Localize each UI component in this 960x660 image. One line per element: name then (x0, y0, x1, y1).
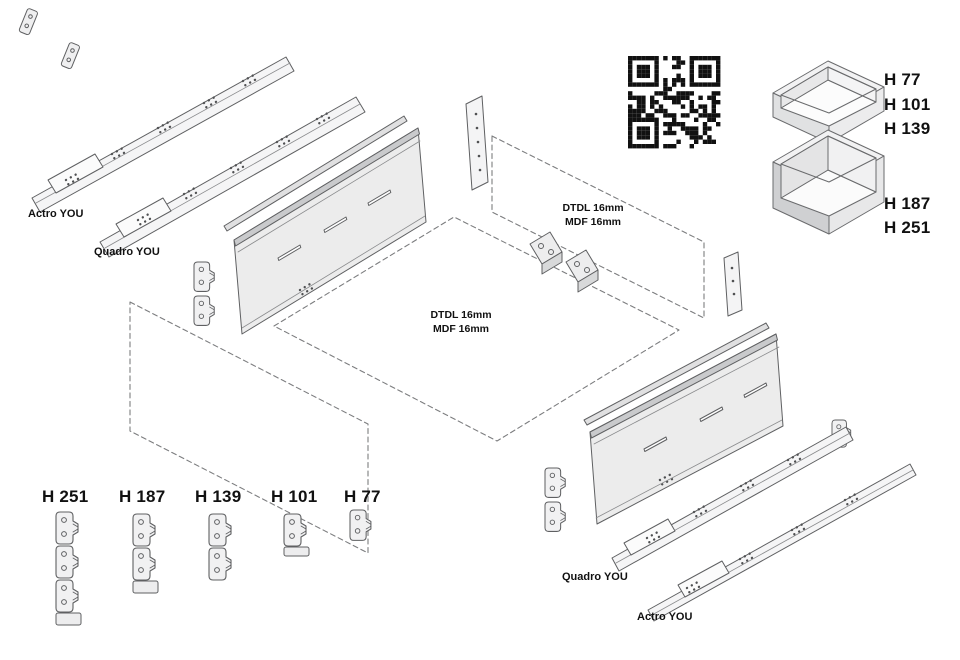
bottom-panel-material-line2: MDF 16mm (432, 323, 489, 335)
label-height-h139-shallow: H 139 (884, 119, 931, 138)
label-quadro-you-top: Quadro YOU (94, 246, 160, 258)
label-height-h251-deep: H 251 (884, 218, 931, 237)
label-actro-you-top: Actro YOU (28, 208, 84, 220)
back-panel-dashed (491, 135, 705, 319)
back-panel-bracket-1 (529, 231, 563, 275)
side-panel-top-profile-right (583, 322, 770, 426)
label-actro-you-bottom: Actro YOU (637, 611, 693, 623)
qr-code (624, 52, 725, 153)
rail-quadro-top (99, 96, 366, 258)
rail-quadro-bottom (611, 426, 854, 572)
label-bracket-h251: H 251 (42, 487, 89, 506)
label-bracket-h187: H 187 (119, 487, 166, 506)
label-quadro-you-bottom: Quadro YOU (562, 571, 628, 583)
back-panel-material-line1: DTDL 16mm (562, 202, 624, 214)
label-bracket-h101: H 101 (271, 487, 318, 506)
label-bracket-h77: H 77 (344, 487, 381, 506)
front-bracket-clips-left (193, 261, 215, 326)
back-panel-bracket-2 (565, 249, 599, 293)
front-panel-dashed (129, 301, 369, 554)
front-bracket-h251 (55, 511, 82, 626)
bottom-panel-material-line1: DTDL 16mm (430, 309, 492, 321)
front-bracket-clips-right (544, 467, 566, 532)
rail-actro-top (31, 56, 295, 213)
drawer-box-shallow (772, 60, 885, 144)
label-bracket-h139: H 139 (195, 487, 242, 506)
label-height-h187-deep: H 187 (884, 194, 931, 213)
drawer-box-deep (772, 129, 885, 235)
label-bottom-panel-material: DTDL 16mm MDF 16mm (418, 308, 504, 336)
label-back-panel-material: DTDL 16mm MDF 16mm (550, 201, 636, 229)
bottom-panel-dashed (273, 216, 680, 442)
side-panel-top-profile-left (223, 115, 408, 232)
back-corner-profile-right (723, 251, 743, 317)
label-height-h101-shallow: H 101 (884, 95, 931, 114)
front-bracket-h187 (132, 513, 159, 594)
drawer-side-panel-left (233, 127, 427, 335)
front-bracket-h139 (208, 513, 232, 581)
mounting-clip-small-2 (60, 42, 80, 70)
rail-actro-bottom (647, 463, 917, 622)
label-height-h77-shallow: H 77 (884, 70, 921, 89)
drawer-side-panel-right (589, 333, 852, 525)
front-bracket-h101 (283, 513, 310, 557)
mounting-clip-small-1 (18, 8, 38, 36)
back-panel-material-line2: MDF 16mm (564, 216, 621, 228)
back-corner-profile-left (465, 95, 489, 191)
